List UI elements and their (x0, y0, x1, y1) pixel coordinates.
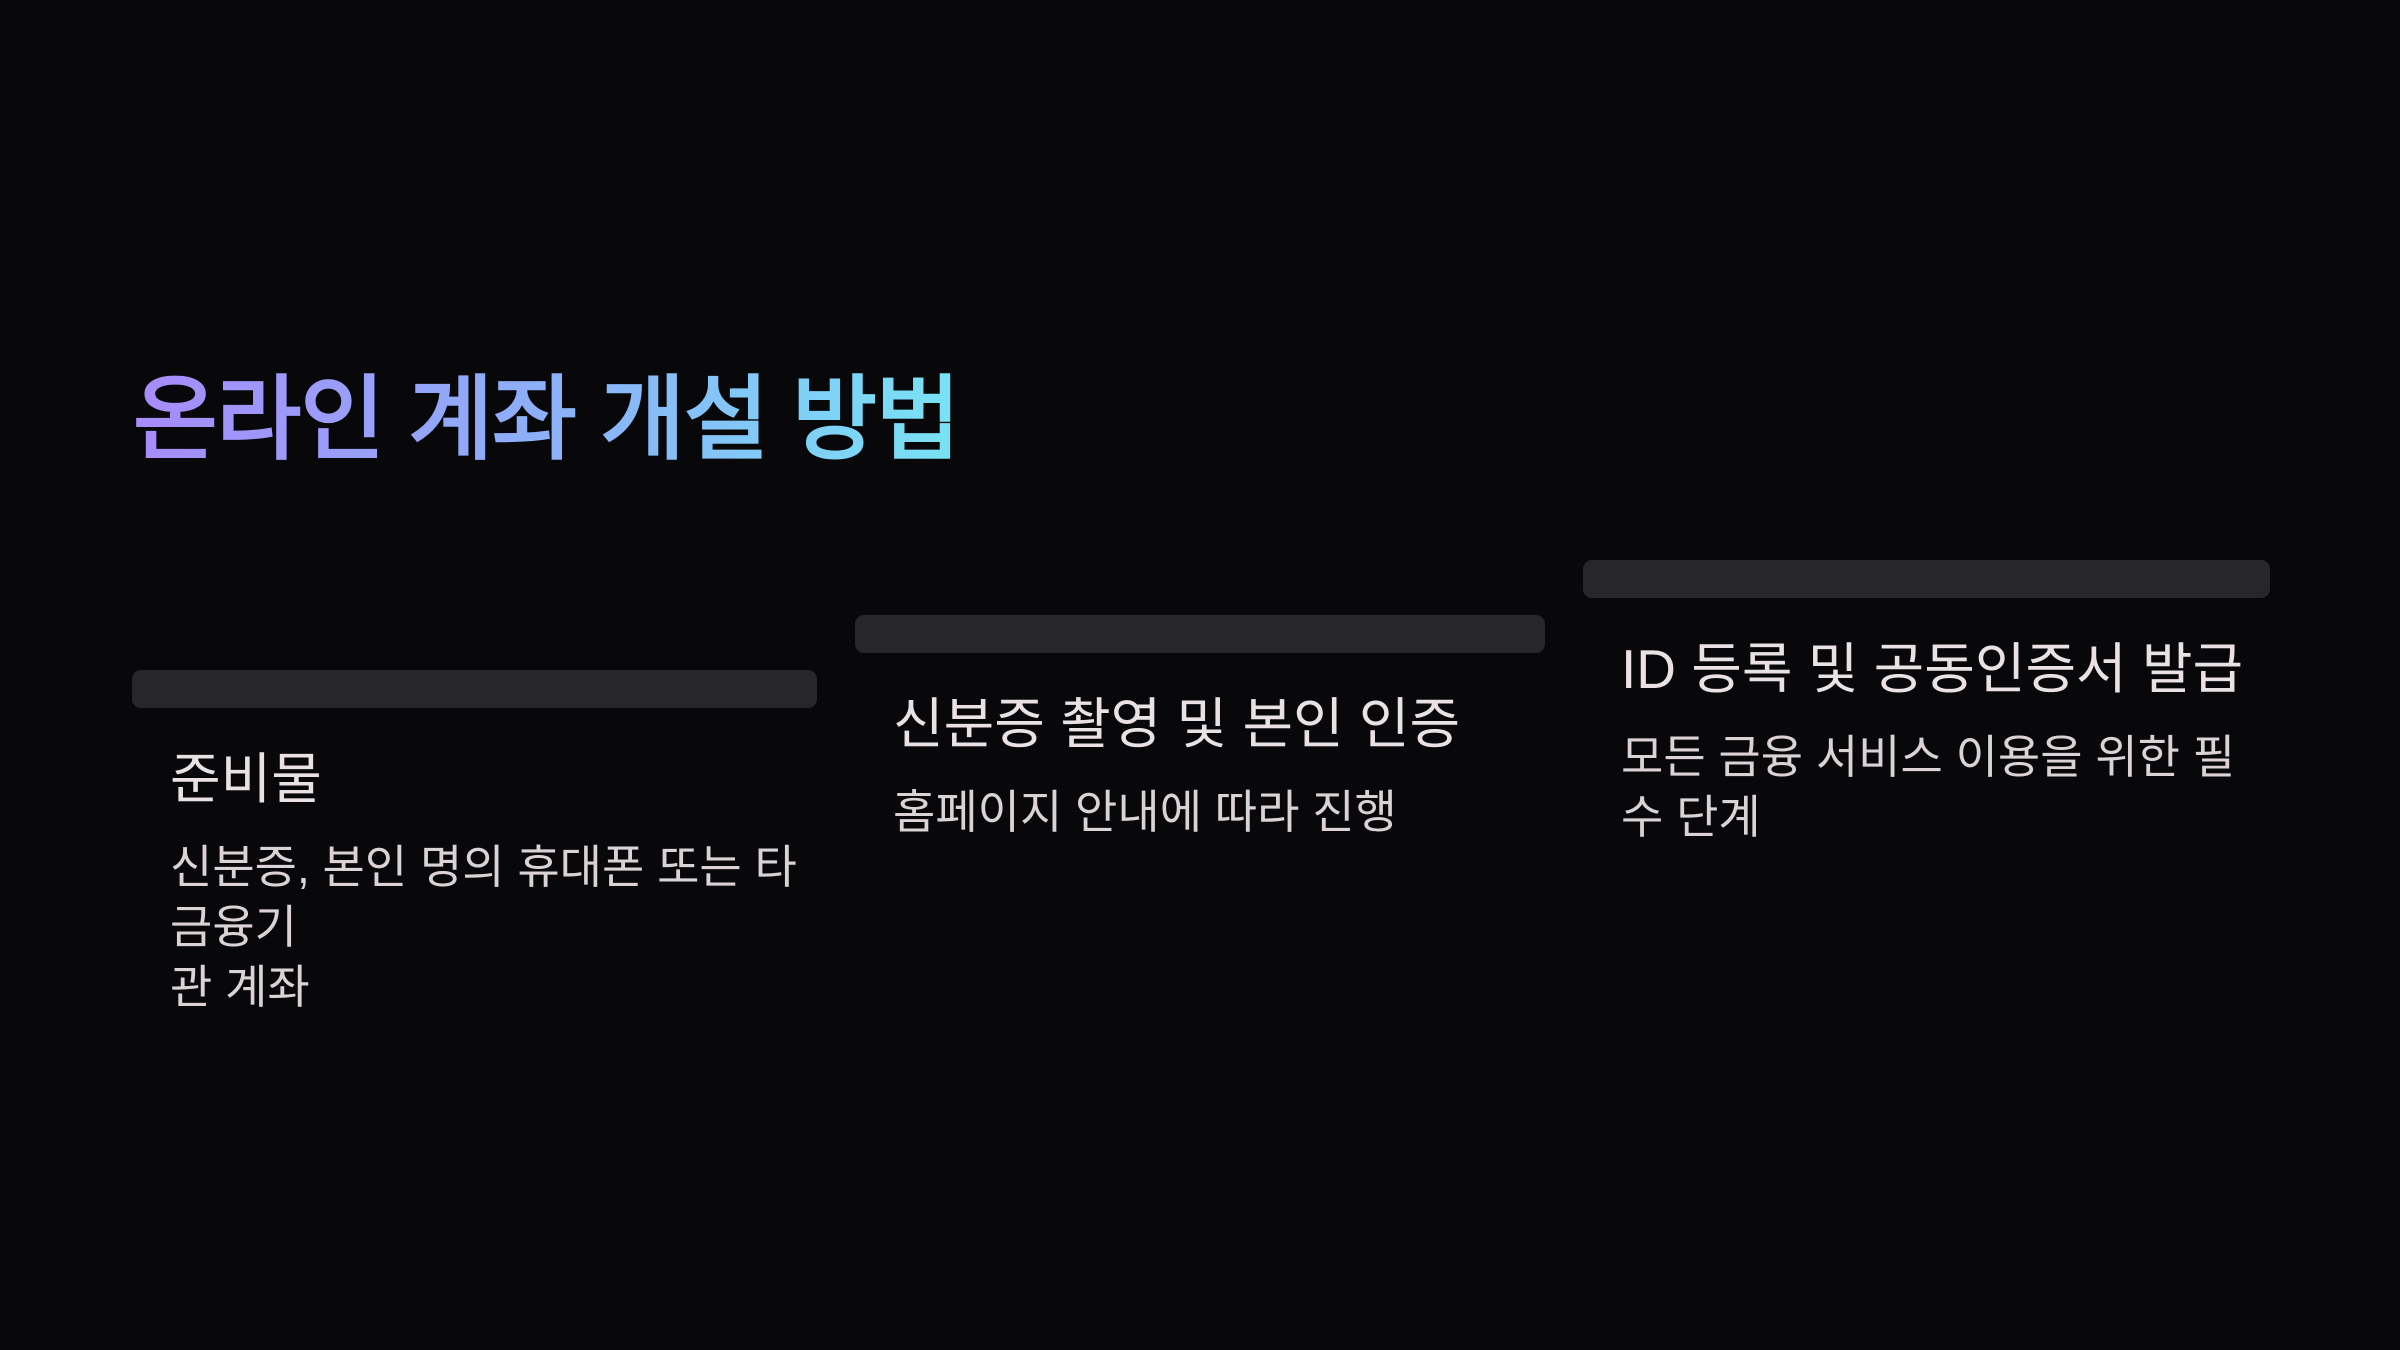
step-bar (1583, 560, 2270, 598)
step-bar (132, 670, 817, 708)
step-description: 모든 금융 서비스 이용을 위한 필수 단계 (1621, 731, 2236, 844)
step-card-certificate: ID 등록 및 공동인증서 발급 모든 금융 서비스 이용을 위한 필수 단계 (1583, 560, 2270, 848)
step-content: 준비물 신분증, 본인 명의 휴대폰 또는 타 금융기 관 계좌 (132, 748, 817, 1018)
step-description: 신분증, 본인 명의 휴대폰 또는 타 금융기 관 계좌 (170, 841, 797, 1013)
step-title: 신분증 촬영 및 본인 인증 (893, 693, 1461, 755)
step-content: 신분증 촬영 및 본인 인증 홈페이지 안내에 따라 진행 (855, 693, 1545, 843)
step-description: 홈페이지 안내에 따라 진행 (893, 786, 1397, 839)
step-card-id-verification: 신분증 촬영 및 본인 인증 홈페이지 안내에 따라 진행 (855, 615, 1545, 843)
step-bar (855, 615, 1545, 653)
step-card-preparation: 준비물 신분증, 본인 명의 휴대폰 또는 타 금융기 관 계좌 (132, 670, 817, 1018)
slide-title: 온라인 계좌 개설 방법 (133, 368, 960, 474)
step-title: ID 등록 및 공동인증서 발급 (1621, 638, 2244, 700)
step-content: ID 등록 및 공동인증서 발급 모든 금융 서비스 이용을 위한 필수 단계 (1583, 638, 2270, 848)
step-title: 준비물 (170, 748, 322, 810)
